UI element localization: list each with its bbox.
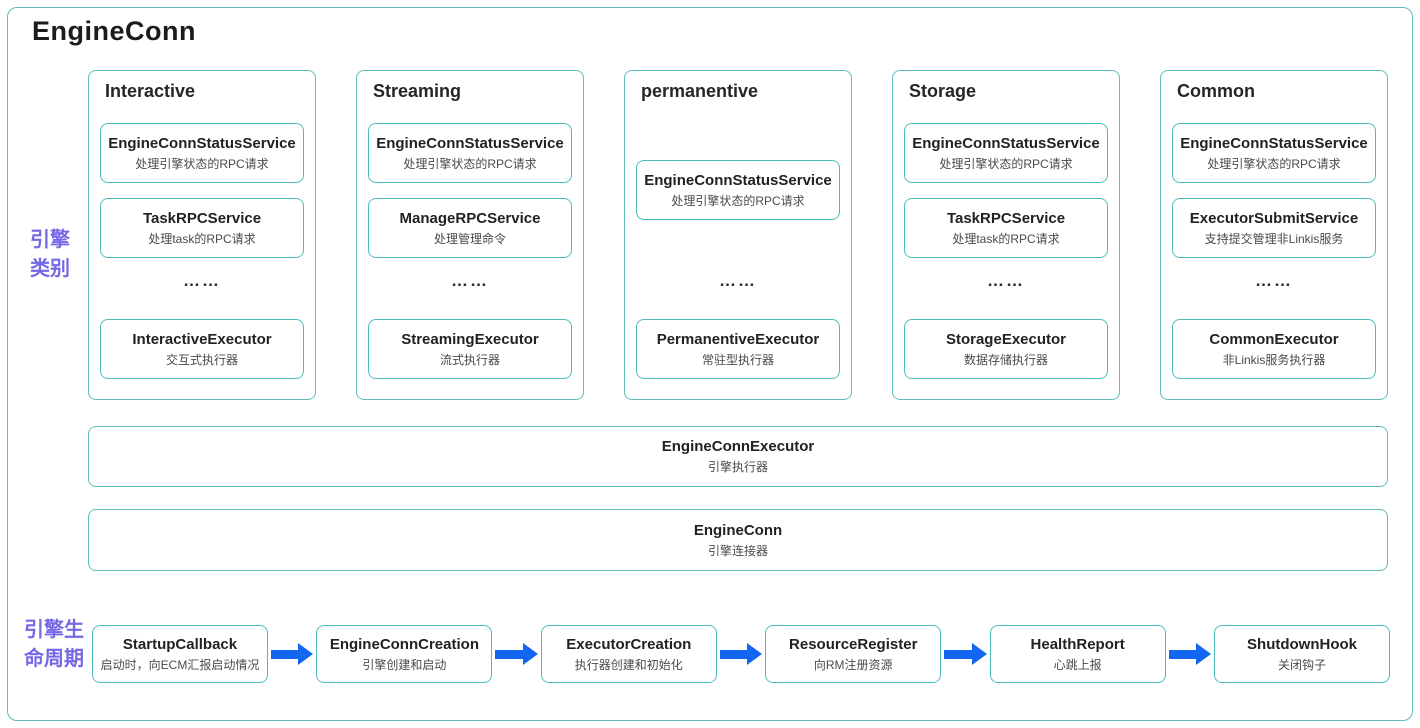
step-title: EngineConnCreation bbox=[329, 635, 479, 653]
service-subtitle: 处理引擎状态的RPC请求 bbox=[1207, 156, 1341, 171]
service-box: EngineConnStatusService 处理引擎状态的RPC请求 bbox=[1172, 123, 1376, 183]
column-title: Streaming bbox=[373, 81, 462, 101]
executor-title: PermanentiveExecutor bbox=[656, 330, 820, 348]
service-subtitle: 处理task的RPC请求 bbox=[952, 231, 1060, 246]
service-box: EngineConnStatusService 处理引擎状态的RPC请求 bbox=[368, 123, 572, 183]
step-subtitle: 执行器创建和初始化 bbox=[574, 657, 683, 672]
step-title: ShutdownHook bbox=[1247, 635, 1358, 653]
ellipsis: …… bbox=[719, 271, 757, 290]
flow-arrow-icon bbox=[941, 643, 989, 665]
service-title: EngineConnStatusService bbox=[108, 134, 296, 152]
engine-lifecycle-label: 引擎生命周期 bbox=[24, 619, 84, 670]
executor-title: CommonExecutor bbox=[1209, 330, 1339, 348]
service-title: TaskRPCService bbox=[946, 209, 1066, 227]
engine-type-columns: Interactive EngineConnStatusService 处理引擎… bbox=[88, 70, 1388, 400]
bar-title: EngineConn bbox=[693, 521, 783, 539]
service-title: EngineConnStatusService bbox=[644, 171, 832, 189]
service-title: EngineConnStatusService bbox=[912, 134, 1100, 152]
column-common: Common EngineConnStatusService 处理引擎状态的RP… bbox=[1160, 70, 1388, 400]
flow-arrow-icon bbox=[268, 643, 316, 665]
service-subtitle: 支持提交管理非Linkis服务 bbox=[1204, 231, 1344, 246]
service-box: ExecutorSubmitService 支持提交管理非Linkis服务 bbox=[1172, 198, 1376, 258]
step-title: HealthReport bbox=[1030, 635, 1125, 653]
column-permanentive: permanentive EngineConnStatusService 处理引… bbox=[624, 70, 852, 400]
executor-box: StreamingExecutor 流式执行器 bbox=[368, 319, 572, 379]
service-title: EngineConnStatusService bbox=[1180, 134, 1368, 152]
ellipsis: …… bbox=[451, 271, 489, 290]
executor-title: InteractiveExecutor bbox=[132, 330, 272, 348]
bar-subtitle: 引擎执行器 bbox=[707, 460, 768, 474]
lifecycle-step-shutdown-hook: ShutdownHook 关闭钩子 bbox=[1214, 625, 1391, 683]
step-title: StartupCallback bbox=[122, 635, 238, 653]
ellipsis: …… bbox=[183, 271, 221, 290]
step-subtitle: 引擎创建和启动 bbox=[362, 657, 447, 672]
service-subtitle: 处理引擎状态的RPC请求 bbox=[939, 156, 1073, 171]
service-subtitle: 处理引擎状态的RPC请求 bbox=[671, 193, 805, 208]
column-title: Storage bbox=[909, 81, 977, 101]
step-title: ResourceRegister bbox=[789, 635, 918, 653]
flow-arrow-icon bbox=[1166, 643, 1214, 665]
service-box: TaskRPCService 处理task的RPC请求 bbox=[904, 198, 1108, 258]
column-title: Common bbox=[1177, 81, 1255, 101]
service-title: ExecutorSubmitService bbox=[1189, 209, 1359, 227]
executor-title: StreamingExecutor bbox=[401, 330, 539, 348]
service-subtitle: 处理引擎状态的RPC请求 bbox=[135, 156, 269, 171]
column-streaming: Streaming EngineConnStatusService 处理引擎状态… bbox=[356, 70, 584, 400]
executor-title: StorageExecutor bbox=[945, 330, 1067, 348]
step-subtitle: 向RM注册资源 bbox=[813, 657, 893, 672]
executor-box: CommonExecutor 非Linkis服务执行器 bbox=[1172, 319, 1376, 379]
column-storage: Storage EngineConnStatusService 处理引擎状态的R… bbox=[892, 70, 1120, 400]
engineconn-executor-bar: EngineConnExecutor 引擎执行器 bbox=[88, 426, 1388, 487]
executor-box: InteractiveExecutor 交互式执行器 bbox=[100, 319, 304, 379]
column-title: Interactive bbox=[105, 81, 196, 101]
service-box: ManageRPCService 处理管理命令 bbox=[368, 198, 572, 258]
executor-box: PermanentiveExecutor 常驻型执行器 bbox=[636, 319, 840, 379]
step-subtitle: 启动时，向ECM汇报启动情况 bbox=[100, 657, 260, 672]
service-title: TaskRPCService bbox=[142, 209, 262, 227]
service-box: EngineConnStatusService 处理引擎状态的RPC请求 bbox=[636, 160, 840, 220]
page-title: EngineConn bbox=[32, 16, 196, 46]
lifecycle-step-executor-creation: ExecutorCreation 执行器创建和初始化 bbox=[540, 625, 717, 683]
executor-subtitle: 常驻型执行器 bbox=[701, 352, 774, 367]
executor-subtitle: 交互式执行器 bbox=[165, 352, 238, 367]
bar-subtitle: 引擎连接器 bbox=[707, 543, 768, 558]
engineconn-bar: EngineConn 引擎连接器 bbox=[88, 509, 1388, 571]
service-title: ManageRPCService bbox=[399, 209, 541, 227]
bar-title: EngineConnExecutor bbox=[661, 438, 815, 455]
service-subtitle: 处理task的RPC请求 bbox=[148, 231, 256, 246]
lifecycle-step-startup-callback: StartupCallback 启动时，向ECM汇报启动情况 bbox=[92, 625, 268, 683]
lifecycle-step-health-report: HealthReport 心跳上报 bbox=[989, 625, 1166, 683]
executor-subtitle: 流式执行器 bbox=[439, 352, 500, 367]
executor-subtitle: 数据存储执行器 bbox=[963, 352, 1048, 367]
column-title: permanentive bbox=[641, 81, 759, 101]
executor-subtitle: 非Linkis服务执行器 bbox=[1222, 352, 1326, 367]
lifecycle-flow: StartupCallback 启动时，向ECM汇报启动情况 EngineCon… bbox=[92, 624, 1391, 684]
service-box: TaskRPCService 处理task的RPC请求 bbox=[100, 198, 304, 258]
service-subtitle: 处理管理命令 bbox=[433, 231, 506, 246]
step-subtitle: 心跳上报 bbox=[1053, 657, 1102, 672]
engine-category-label: 引擎类别 bbox=[30, 229, 70, 280]
service-box: EngineConnStatusService 处理引擎状态的RPC请求 bbox=[100, 123, 304, 183]
ellipsis: …… bbox=[1255, 271, 1293, 290]
service-box: EngineConnStatusService 处理引擎状态的RPC请求 bbox=[904, 123, 1108, 183]
column-interactive: Interactive EngineConnStatusService 处理引擎… bbox=[88, 70, 316, 400]
lifecycle-step-resource-register: ResourceRegister 向RM注册资源 bbox=[765, 625, 942, 683]
service-subtitle: 处理引擎状态的RPC请求 bbox=[403, 156, 537, 171]
executor-box: StorageExecutor 数据存储执行器 bbox=[904, 319, 1108, 379]
flow-arrow-icon bbox=[717, 643, 765, 665]
ellipsis: …… bbox=[987, 271, 1025, 290]
step-title: ExecutorCreation bbox=[566, 635, 692, 653]
flow-arrow-icon bbox=[492, 643, 540, 665]
step-subtitle: 关闭钩子 bbox=[1278, 657, 1327, 672]
service-title: EngineConnStatusService bbox=[376, 134, 564, 152]
lifecycle-step-engineconn-creation: EngineConnCreation 引擎创建和启动 bbox=[316, 625, 493, 683]
